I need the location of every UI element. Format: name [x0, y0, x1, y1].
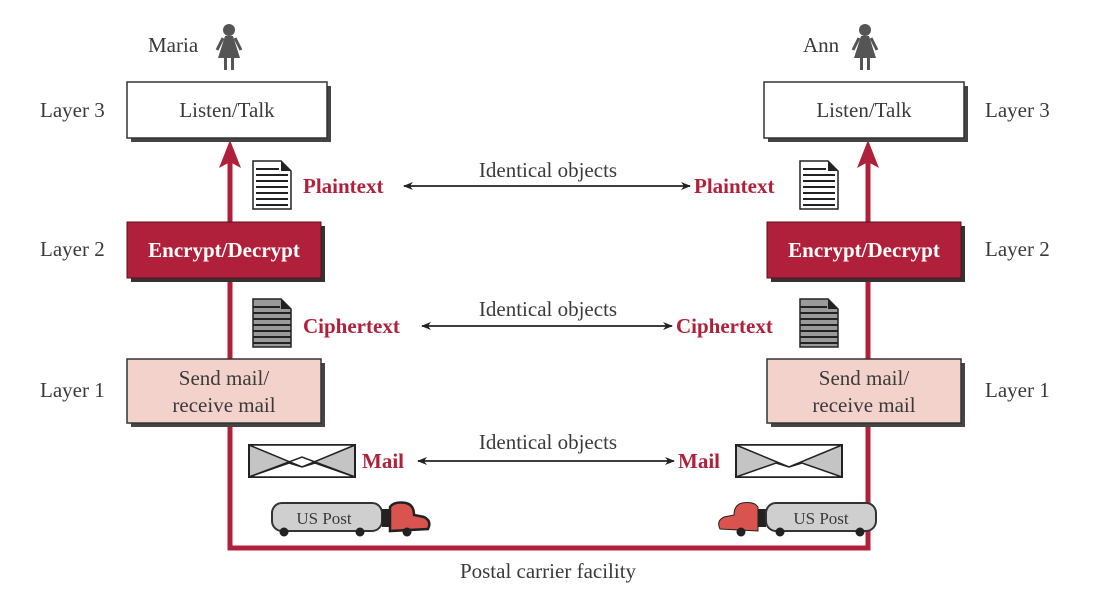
right-up-arrowhead: [857, 140, 879, 168]
plaintext-label-right: Plaintext: [694, 174, 774, 198]
mail-label-left: Mail: [362, 449, 404, 473]
right-person: Ann: [803, 24, 879, 70]
svg-text:Send mail/: Send mail/: [179, 366, 270, 390]
layer-label-right: Layer 1: [985, 378, 1050, 402]
mail-label-right: Mail: [678, 449, 720, 473]
path-line: [227, 150, 871, 551]
communication-path: [219, 140, 879, 551]
plaintext-label-left: Plaintext: [303, 174, 383, 198]
listen-talk-box-left: Listen/Talk: [126, 81, 331, 142]
left-person: Maria: [148, 24, 243, 70]
encrypt-decrypt-box-left: Encrypt/Decrypt: [126, 221, 325, 282]
layer-label-right: Layer 2: [985, 237, 1050, 261]
envelope-icon: [248, 444, 356, 478]
svg-text:Encrypt/Decrypt: Encrypt/Decrypt: [788, 238, 940, 262]
left-up-arrowhead: [219, 140, 241, 168]
listen-talk-box-right: Listen/Talk: [763, 81, 968, 142]
ciphertext-label-right: Ciphertext: [676, 314, 773, 338]
person-name-maria: Maria: [148, 33, 199, 57]
layer-label-left: Layer 1: [40, 378, 105, 402]
envelope-icon: [735, 444, 843, 478]
encrypt-decrypt-box-right: Encrypt/Decrypt: [766, 221, 965, 282]
layer-label-left: Layer 2: [40, 237, 105, 261]
svg-text:US Post: US Post: [296, 509, 352, 528]
svg-text:receive mail: receive mail: [172, 393, 275, 417]
identical-objects-label: Identical objects: [479, 158, 617, 182]
send-receive-mail-box-right: Send mail/ receive mail: [766, 358, 965, 427]
layer-label-left: Layer 3: [40, 98, 105, 122]
svg-text:US Post: US Post: [793, 509, 849, 528]
document-icon: [799, 160, 839, 210]
truck-icon-right: US Post: [718, 502, 877, 537]
document-shaded-icon: [252, 298, 292, 348]
truck-icon-left: US Post: [271, 501, 431, 537]
postal-carrier-facility-label: Postal carrier facility: [460, 559, 637, 583]
svg-text:Listen/Talk: Listen/Talk: [179, 98, 275, 122]
identical-objects-label: Identical objects: [479, 297, 617, 321]
person-icon: [215, 24, 243, 70]
layer-label-right: Layer 3: [985, 98, 1050, 122]
person-name-ann: Ann: [803, 33, 840, 57]
svg-text:Encrypt/Decrypt: Encrypt/Decrypt: [148, 238, 300, 262]
svg-text:Send mail/: Send mail/: [819, 366, 910, 390]
document-shaded-icon: [799, 298, 839, 348]
svg-text:Listen/Talk: Listen/Talk: [816, 98, 912, 122]
svg-text:receive mail: receive mail: [812, 393, 915, 417]
ciphertext-label-left: Ciphertext: [303, 314, 400, 338]
person-icon: [851, 24, 879, 70]
send-receive-mail-box-left: Send mail/ receive mail: [126, 358, 325, 427]
document-icon: [252, 160, 292, 210]
identical-objects-label: Identical objects: [479, 430, 617, 454]
